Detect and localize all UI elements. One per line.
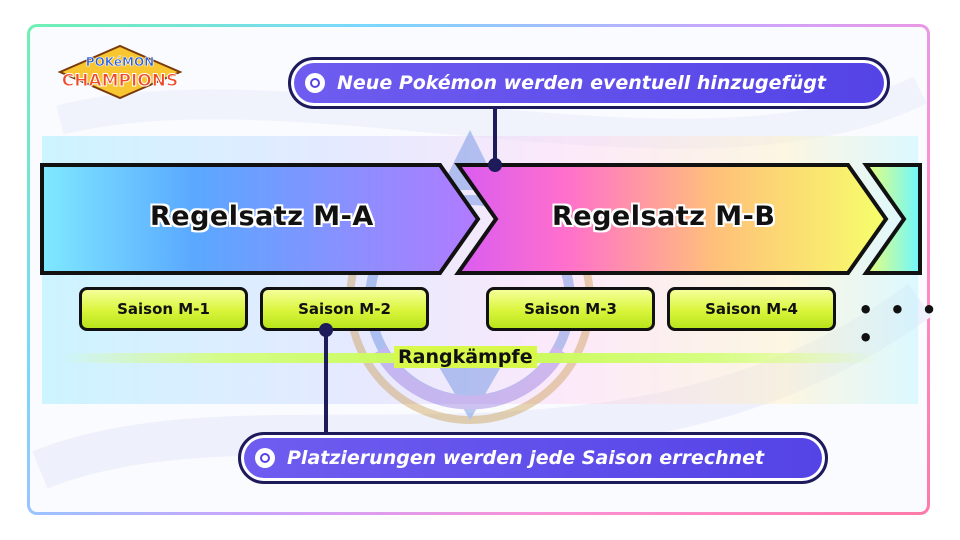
bottom-connector bbox=[324, 330, 328, 434]
target-icon bbox=[255, 448, 275, 468]
ruleset-label-a: Regelsatz M-A bbox=[150, 201, 374, 232]
ruleset-arrow-a bbox=[40, 163, 481, 275]
season-m1: Saison M-1 bbox=[79, 287, 248, 331]
pokemon-champions-logo: POKéMON CHAMPIONS bbox=[57, 44, 183, 100]
ranked-label: Rangkämpfe bbox=[394, 346, 537, 368]
callout-top: Neue Pokémon werden eventuell hinzugefüg… bbox=[288, 57, 890, 109]
season-m2: Saison M-2 bbox=[260, 287, 429, 331]
season-m4: Saison M-4 bbox=[667, 287, 836, 331]
ruleset-label-b: Regelsatz M-B bbox=[552, 201, 776, 232]
target-icon bbox=[305, 73, 325, 93]
bottom-connector-knob bbox=[319, 323, 333, 337]
ruleset-arrow-b bbox=[454, 163, 889, 275]
callout-top-text: Neue Pokémon werden eventuell hinzugefüg… bbox=[337, 72, 826, 94]
logo-line1: POKéMON bbox=[86, 55, 154, 69]
top-connector bbox=[493, 106, 497, 164]
callout-bottom: Platzierungen werden jede Saison errechn… bbox=[238, 432, 828, 484]
top-connector-knob bbox=[488, 158, 502, 172]
ruleset-arrow-c bbox=[862, 163, 922, 275]
callout-bottom-text: Platzierungen werden jede Saison errechn… bbox=[287, 447, 765, 469]
continuation-dots: • • • • bbox=[858, 296, 941, 352]
logo-line2: CHAMPIONS bbox=[62, 71, 179, 91]
season-m3: Saison M-3 bbox=[486, 287, 655, 331]
